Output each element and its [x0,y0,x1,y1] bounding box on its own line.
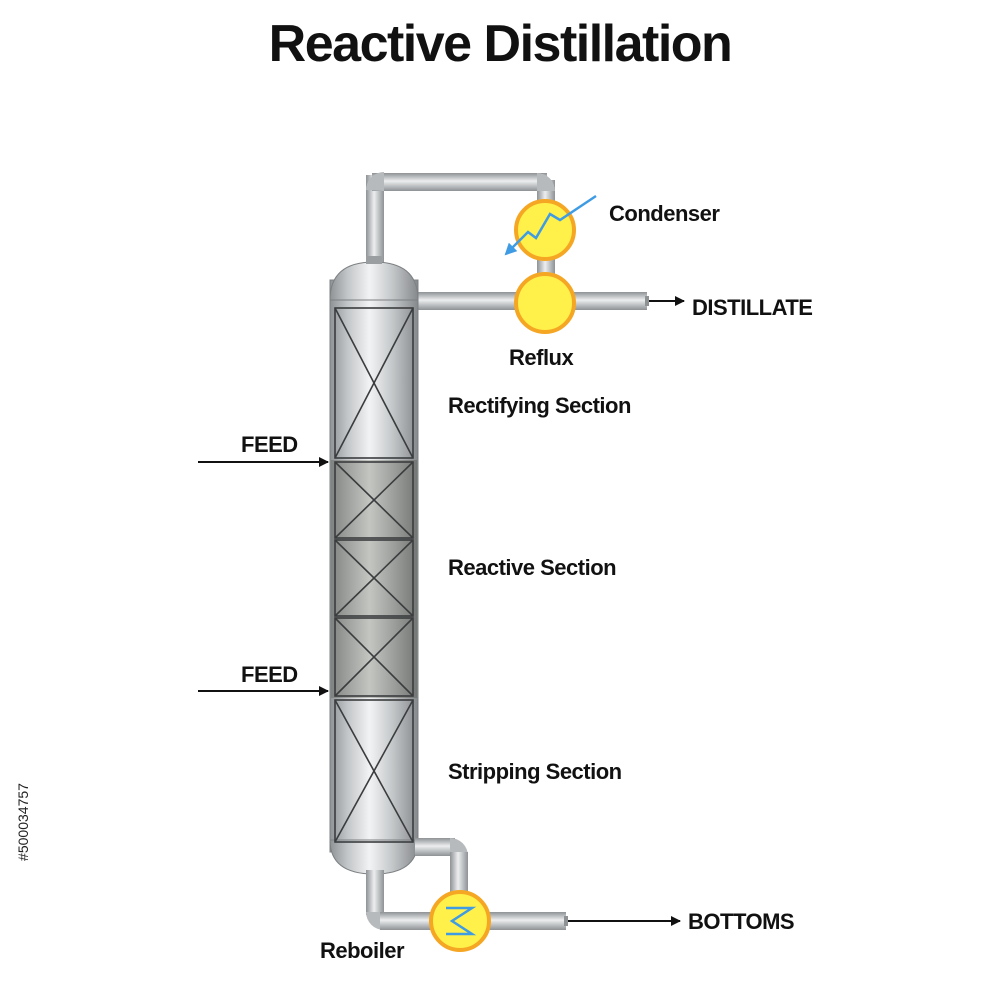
reflux-drum-icon [514,272,576,334]
reactive-section-label: Reactive Section [448,555,617,580]
reboiler-pipe [366,838,681,930]
stripping-section-label: Stripping Section [448,759,622,784]
overhead-vapor-pipe [366,172,555,285]
reboiler-icon [429,890,491,952]
distillation-column [329,256,419,875]
feed-label-top: FEED [241,432,298,457]
condenser-label: Condenser [609,201,720,226]
feed-label-bottom: FEED [241,662,298,687]
reflux-label: Reflux [509,345,574,370]
page-title: Reactive Distillation [268,15,733,73]
reboiler-label: Reboiler [320,938,405,963]
stock-id-text: #500034757 [15,783,31,861]
condenser-icon [504,194,597,261]
distillate-label: DISTILLATE [692,295,813,320]
rectifying-section-label: Rectifying Section [448,393,631,418]
bottoms-label: BOTTOMS [688,909,795,934]
